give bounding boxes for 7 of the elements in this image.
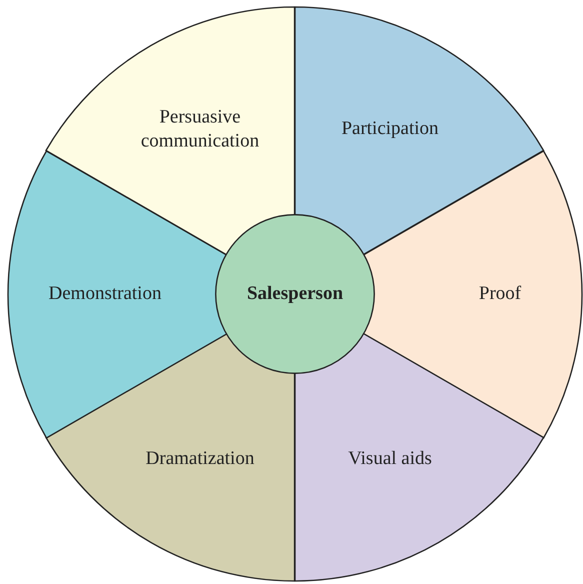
sector-label: Demonstration (48, 282, 162, 306)
sector-label: Persuasive communication (140, 106, 260, 154)
sector-label: Participation (340, 118, 440, 142)
sector-label: Visual aids (347, 446, 433, 470)
sector-label: Dramatization (144, 446, 256, 470)
center-label: Salesperson (246, 282, 344, 306)
sector-label: Proof (478, 282, 522, 306)
